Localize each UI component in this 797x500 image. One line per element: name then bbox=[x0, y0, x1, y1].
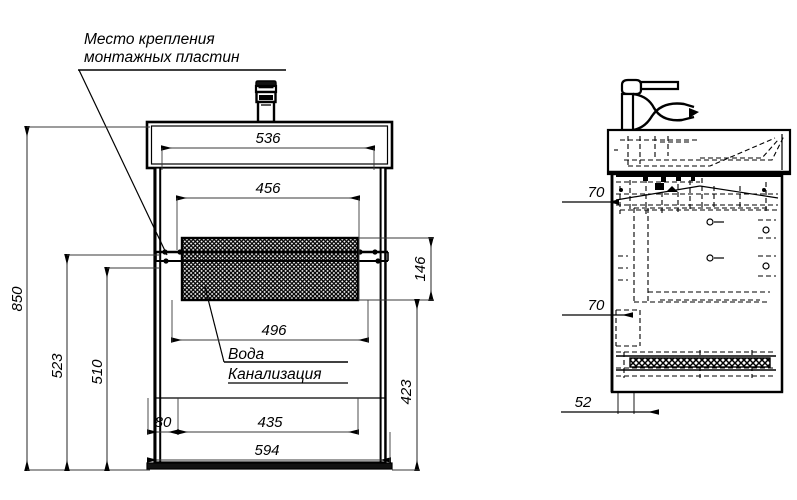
countertop-front bbox=[145, 120, 394, 170]
dim-510-text: 510 bbox=[89, 359, 106, 385]
internals-dashed-lower bbox=[615, 207, 776, 378]
note-mounting-line1: Место крепления bbox=[84, 31, 215, 48]
cabinet-body-front bbox=[146, 167, 393, 470]
dim-70-upper-text: 70 bbox=[588, 184, 605, 201]
dim-435: 435 bbox=[177, 398, 359, 435]
dim-536: 536 bbox=[161, 130, 375, 170]
dim-80-text: 80 bbox=[155, 414, 172, 431]
dim-523: 523 bbox=[49, 254, 160, 471]
dim-850: 850 bbox=[9, 126, 150, 471]
side-view-group: 70 70 52 bbox=[561, 78, 792, 415]
dim-52-text: 52 bbox=[575, 394, 592, 411]
dim-80: 80 bbox=[147, 398, 179, 435]
drawer-front-hatched bbox=[180, 236, 360, 302]
dim-70-upper: 70 bbox=[562, 184, 619, 205]
internals-solid-marks-upper bbox=[615, 175, 782, 201]
dim-536-text: 536 bbox=[255, 130, 281, 147]
dim-456: 456 bbox=[176, 180, 360, 300]
mount-point-dot bbox=[357, 249, 363, 255]
mount-point-dot bbox=[375, 258, 381, 264]
dim-52: 52 bbox=[561, 392, 659, 415]
mount-point-dot bbox=[177, 249, 183, 255]
hardware-marks-side bbox=[706, 218, 770, 270]
dim-456-text: 456 bbox=[255, 180, 281, 197]
dim-435-text: 435 bbox=[257, 414, 283, 431]
faucet-front-icon bbox=[254, 80, 278, 124]
dim-850-text: 850 bbox=[9, 286, 26, 312]
label-sewer: Канализация bbox=[228, 366, 322, 383]
mounting-rail bbox=[155, 249, 389, 264]
mount-point-dot bbox=[163, 258, 169, 264]
dim-146: 146 bbox=[358, 237, 434, 301]
note-leader-mounting bbox=[78, 69, 286, 256]
dim-146-text: 146 bbox=[412, 256, 429, 282]
countertop-side bbox=[606, 128, 792, 176]
dim-423-text: 423 bbox=[398, 379, 415, 405]
faucet-side-icon bbox=[620, 78, 699, 132]
note-leader-water bbox=[204, 286, 348, 363]
mount-point-dot bbox=[372, 249, 378, 255]
internals-dashed-upper bbox=[616, 176, 778, 214]
dim-496: 496 bbox=[171, 300, 369, 343]
dim-423: 423 bbox=[392, 299, 420, 471]
dim-523-text: 523 bbox=[49, 353, 66, 379]
dim-594-text: 594 bbox=[254, 442, 279, 459]
hardware-band-side bbox=[616, 355, 776, 371]
dim-496-text: 496 bbox=[261, 322, 287, 339]
front-view-group: 536 456 496 435 80 bbox=[9, 31, 434, 471]
dim-510: 510 bbox=[89, 267, 160, 471]
label-water: Вода bbox=[228, 346, 265, 363]
dim-70-lower-text: 70 bbox=[588, 297, 605, 314]
dim-594: 594 bbox=[147, 432, 391, 463]
dim-70-lower: 70 bbox=[562, 297, 633, 318]
note-mounting-line2: монтажных пластин bbox=[84, 49, 240, 66]
